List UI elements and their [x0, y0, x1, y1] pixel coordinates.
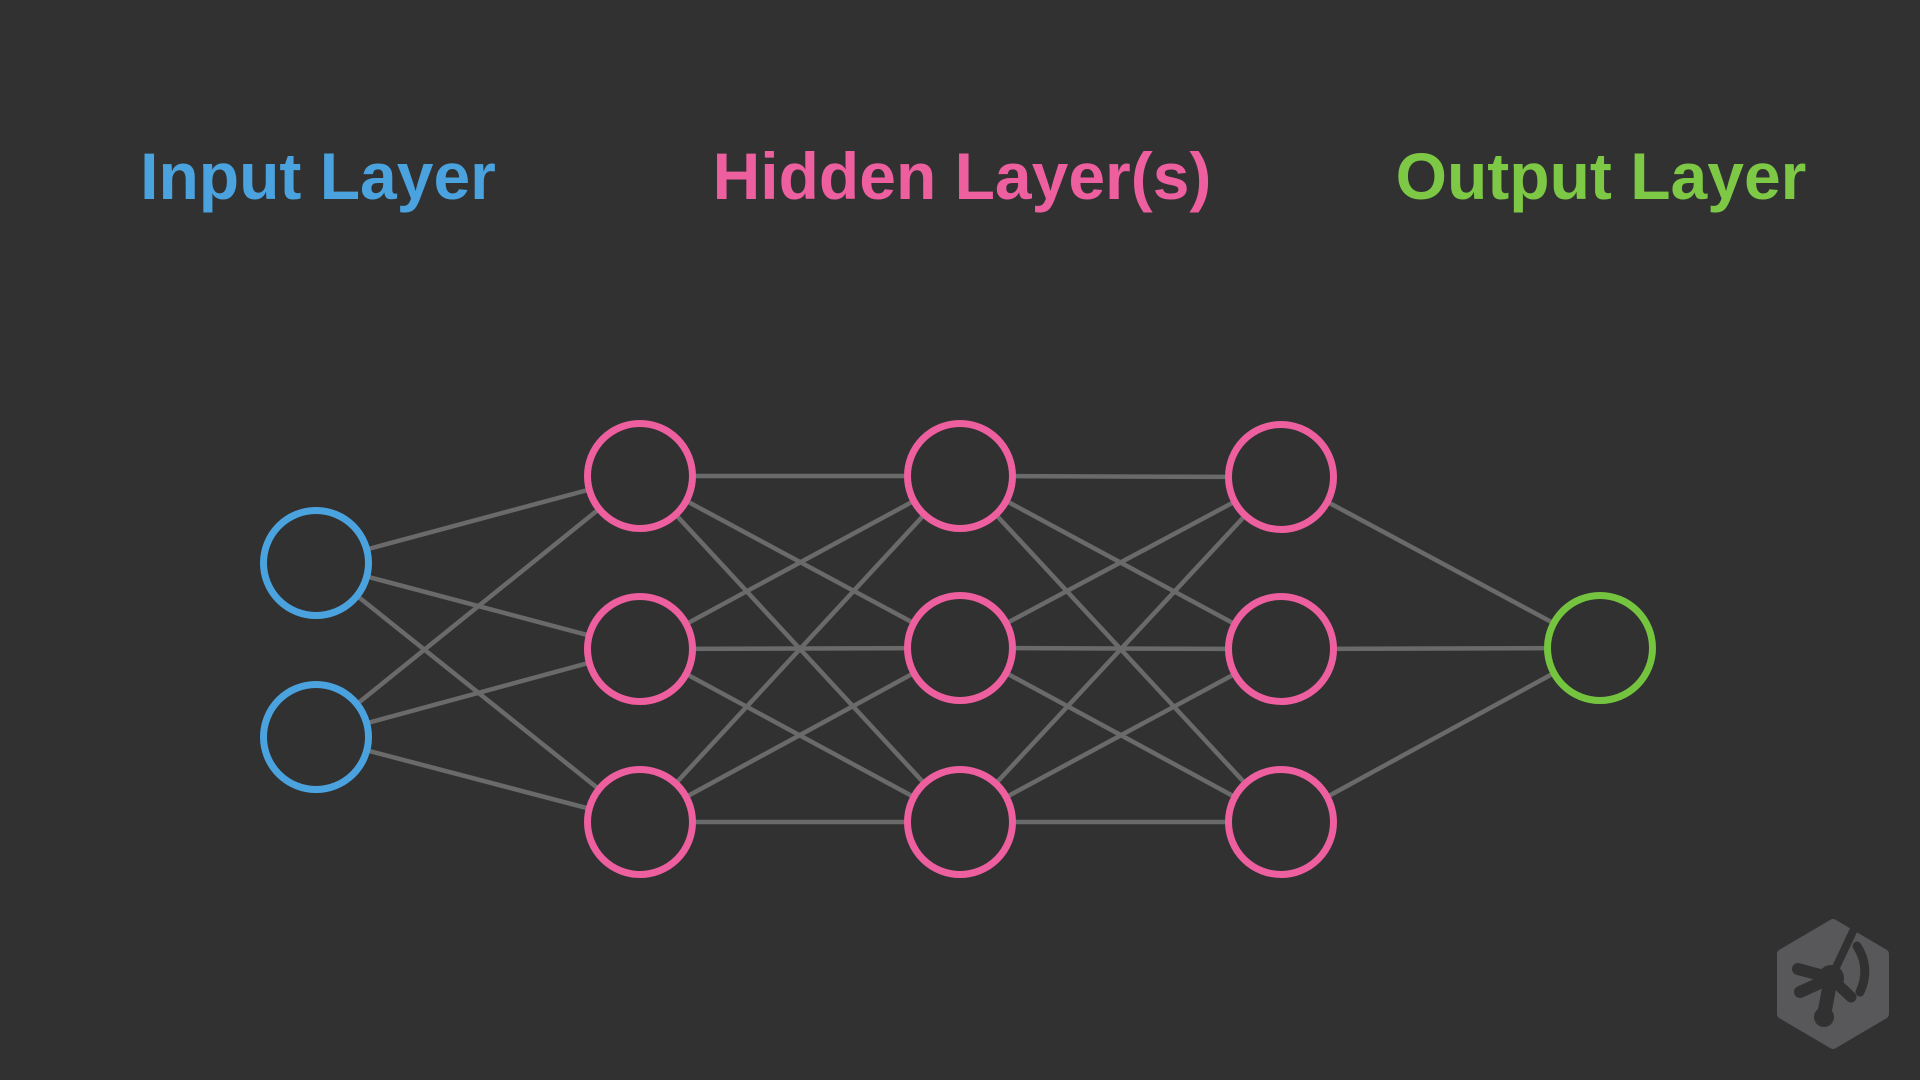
hidden-node [1225, 421, 1337, 533]
hidden-node [904, 766, 1016, 878]
hidden-node [1225, 593, 1337, 705]
edge-hidden-1-to-hidden-2 [638, 646, 962, 824]
edge-hidden-1-to-hidden-2 [638, 474, 962, 651]
hidden-node [584, 593, 696, 705]
output-layer-label: Output Layer [1395, 139, 1807, 213]
nodes-group [260, 420, 1656, 878]
input-node [260, 507, 372, 619]
hidden-node [904, 592, 1016, 704]
hidden-node [904, 420, 1016, 532]
input-node [260, 681, 372, 793]
edge-hidden-2-to-hidden-3 [958, 647, 1283, 824]
edge-hidden-2-to-hidden-3 [958, 475, 1283, 824]
edge-hidden-2-to-hidden-3 [958, 475, 1283, 650]
hidden-node [584, 420, 696, 532]
treehouse-logo [1777, 919, 1889, 1049]
edge-hidden-3-to-output [1279, 475, 1602, 650]
hidden-layer-label: Hidden Layer(s) [712, 139, 1212, 213]
frog-footprint-icon [1792, 923, 1870, 1027]
hidden-node [1225, 766, 1337, 878]
edge-hidden-3-to-output [1279, 646, 1602, 824]
input-layer-label: Input Layer [140, 139, 496, 213]
hidden-node [584, 766, 696, 878]
edge-hidden-1-to-hidden-2 [638, 474, 962, 824]
edge-input-to-hidden-1 [314, 474, 642, 739]
output-node [1544, 592, 1656, 704]
